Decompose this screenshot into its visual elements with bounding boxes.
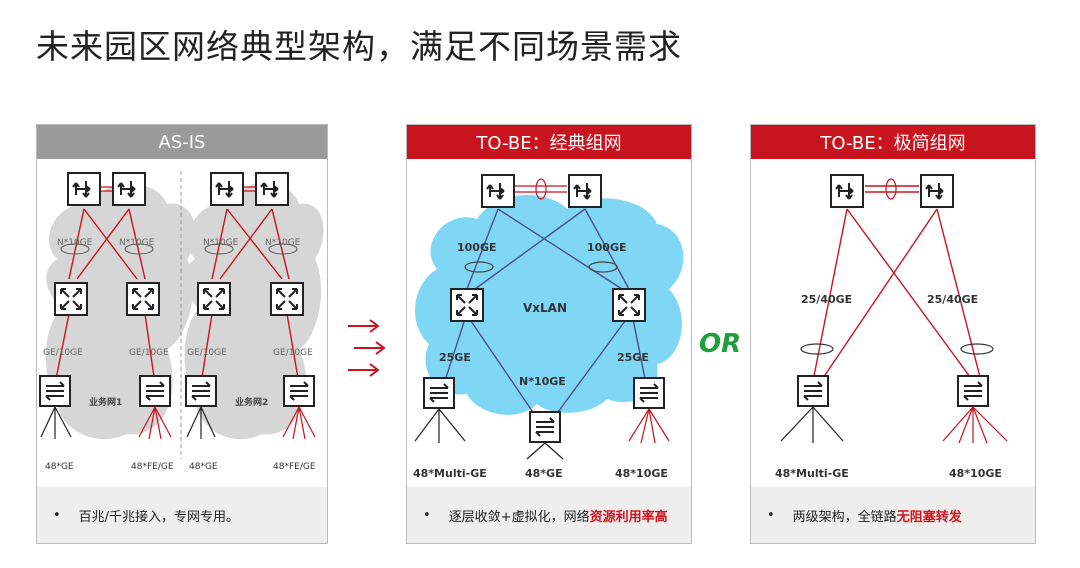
label-simple-10ge: 48*10GE	[949, 467, 1002, 480]
label-100ge-left: 100GE	[457, 241, 497, 254]
label-access-fe-2: 48*FE/GE	[273, 462, 316, 472]
label-simple-multi-ge: 48*Multi-GE	[775, 467, 849, 480]
footer-text-as-is: 百兆/千兆接入，专网专用。	[78, 509, 240, 525]
label-n10ge-mid: N*10GE	[519, 375, 566, 388]
panel-header-simple: TO-BE：极简组网	[751, 125, 1035, 159]
as-is-diagram: N*10GE N*10GE N*10GE N*10GE GE/10GE GE/1…	[39, 171, 324, 472]
label-ge10ge-2: GE/10GE	[129, 348, 169, 358]
label-ge10ge-3: GE/10GE	[187, 348, 227, 358]
label-n10ge-3: N*10GE	[203, 238, 239, 248]
panel-footer-classic: • 逐层收敛+虚拟化，网络资源利用率高	[407, 487, 691, 543]
label-access-ge-2: 48*GE	[189, 462, 218, 472]
label-n10ge-1: N*10GE	[57, 238, 93, 248]
label-net-1: 业务网1	[89, 396, 122, 408]
label-access-multi-ge: 48*Multi-GE	[413, 467, 487, 480]
label-25ge-right: 25GE	[617, 351, 649, 364]
label-n10ge-4: N*10GE	[265, 238, 301, 248]
footer-highlight-classic: 资源利用率高	[589, 509, 668, 525]
page-title: 未来园区网络典型架构，满足不同场景需求	[36, 27, 682, 66]
panel-to-be-simple: TO-BE：极简组网 25/40GE 25/40GE 48*Multi-GE 4…	[750, 124, 1036, 544]
footer-highlight-simple: 无阻塞转发	[896, 509, 962, 525]
panel-footer-as-is: • 百兆/千兆接入，专网专用。	[37, 487, 327, 543]
simple-access-switches	[797, 375, 989, 407]
panel-footer-simple: • 两级架构，全链路无阻塞转发	[751, 487, 1035, 543]
footer-text-simple: 两级架构，全链路	[792, 509, 897, 525]
footer-text-classic: 逐层收敛+虚拟化，网络	[448, 509, 590, 525]
transition-arrows-icon	[348, 319, 386, 377]
panel-to-be-classic: TO-BE：经典组网	[406, 124, 692, 544]
label-ge10ge-1: GE/10GE	[43, 348, 83, 358]
label-ge10ge-4: GE/10GE	[273, 348, 313, 358]
label-25-40ge-right: 25/40GE	[927, 293, 978, 306]
or-separator: OR	[699, 329, 742, 359]
panel-header-as-is: AS-IS	[37, 125, 327, 159]
label-access-ge: 48*GE	[525, 467, 563, 480]
label-access-ge-1: 48*GE	[45, 462, 74, 472]
label-100ge-right: 100GE	[587, 241, 627, 254]
label-access-fe-1: 48*FE/GE	[131, 462, 174, 472]
label-n10ge-2: N*10GE	[119, 238, 155, 248]
classic-diagram: 100GE 100GE VxLAN 25GE 25GE N*10GE 48*Mu…	[413, 174, 684, 480]
panel-as-is: AS-IS	[36, 124, 328, 544]
label-25-40ge-left: 25/40GE	[801, 293, 852, 306]
label-net-2: 业务网2	[235, 396, 268, 408]
panel-header-classic: TO-BE：经典组网	[407, 125, 691, 159]
as-is-core-switches	[67, 172, 289, 206]
label-vxlan: VxLAN	[523, 301, 567, 315]
simple-diagram: 25/40GE 25/40GE 48*Multi-GE 48*10GE	[775, 174, 1008, 480]
label-access-10ge: 48*10GE	[615, 467, 668, 480]
label-25ge-left: 25GE	[439, 351, 471, 364]
